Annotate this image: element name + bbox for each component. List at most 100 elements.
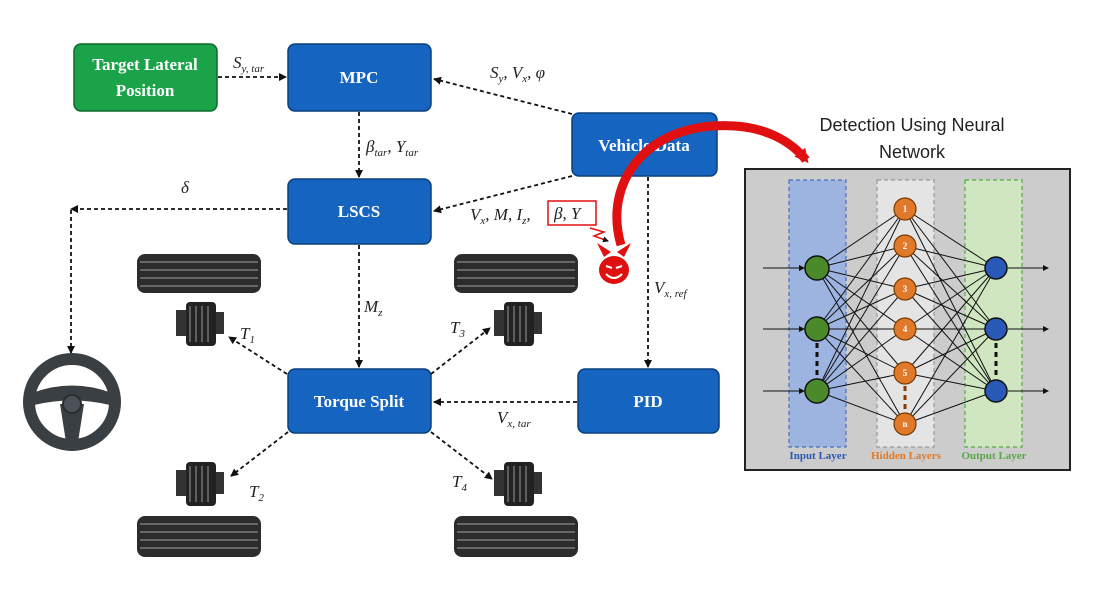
vehicle-data-block: Vehicle Data	[571, 112, 718, 177]
output-node	[984, 256, 1008, 280]
output-node	[984, 317, 1008, 341]
neural-network-panel: 1 2 3 4 5 n	[744, 168, 1071, 471]
target-block-line1: Target Lateral	[92, 55, 198, 74]
nn-connection	[816, 245, 906, 330]
signal-s-y-tar: Sy, tar	[233, 53, 265, 75]
input-node	[804, 316, 830, 342]
nn-connection	[904, 267, 997, 290]
signal-attacked-beta-gamma: β, Υ	[553, 204, 582, 223]
hidden-node	[893, 197, 917, 221]
nn-connection	[904, 328, 997, 374]
signal-mz: Mz	[363, 297, 383, 319]
mpc-block: MPC	[287, 43, 432, 112]
nn-title-line1: Detection Using Neural	[819, 115, 1004, 135]
arrow-to-motor3	[430, 327, 491, 375]
input-layer-region	[788, 179, 847, 448]
signal-t1: T1	[240, 324, 255, 346]
hidden-node-label: n	[902, 419, 907, 429]
signal-vx-m-iz: Vx, M, Iz,	[470, 205, 531, 227]
attacked-signal-box	[547, 200, 597, 226]
tire-rear-right-icon	[454, 516, 578, 557]
hidden-node-label: 3	[903, 284, 908, 294]
signal-delta: δ	[181, 178, 190, 197]
hidden-node	[893, 361, 917, 385]
nn-connection	[904, 267, 997, 425]
signal-beta-gamma-tar: βtar, Υtar	[365, 137, 419, 159]
tire-front-left-icon	[137, 254, 261, 293]
torque-split-block: Torque Split	[287, 368, 432, 434]
input-node	[804, 378, 830, 404]
motor-1-icon	[176, 302, 224, 346]
nn-connection	[904, 288, 997, 330]
nn-connection	[816, 267, 906, 330]
nn-connection	[816, 288, 906, 330]
signal-vx-tar: Vx, tar	[497, 408, 531, 430]
signal-vx-ref: Vx, ref	[654, 278, 689, 300]
nn-connection	[904, 208, 997, 330]
nn-connection	[816, 328, 906, 425]
target-block-line2: Position	[116, 81, 175, 100]
nn-connection	[904, 372, 997, 392]
nn-connection	[904, 267, 997, 330]
lscs-block: LSCS	[287, 178, 432, 245]
arrow-vehicle-to-mpc	[433, 76, 573, 115]
input-layer-label: Input Layer	[789, 450, 846, 462]
hidden-node-label: 1	[903, 204, 908, 214]
hidden-node	[893, 317, 917, 341]
hidden-node-label: 5	[903, 368, 908, 378]
red-detection-arrow	[612, 121, 810, 247]
nn-connection	[816, 208, 906, 269]
mpc-label: MPC	[340, 68, 379, 87]
nn-connection	[816, 267, 906, 374]
nn-connection	[816, 288, 906, 392]
hidden-layers-label: Hidden Layers	[871, 450, 942, 462]
target-lateral-position-block: Target Lateral Position	[73, 43, 218, 112]
signal-t3: T3	[450, 318, 465, 340]
nn-connection	[904, 328, 997, 392]
nn-connection	[816, 208, 906, 330]
arrow-to-motor4	[430, 431, 493, 480]
hidden-node	[893, 277, 917, 301]
steering-wheel-icon	[23, 353, 121, 451]
torque-split-label: Torque Split	[314, 392, 405, 411]
nn-connection	[816, 208, 906, 392]
nn-connection	[816, 245, 906, 269]
nn-connection	[816, 328, 906, 374]
output-layer-label: Output Layer	[961, 450, 1026, 462]
nn-title-line2: Network	[879, 142, 946, 162]
tire-rear-left-icon	[137, 516, 261, 557]
signal-t4: T4	[452, 472, 467, 494]
hidden-node-label: 2	[903, 241, 908, 251]
motor-2-icon	[176, 462, 224, 506]
motor-4-icon	[494, 462, 542, 506]
nn-connection	[816, 390, 906, 425]
arrow-to-motor2	[230, 431, 289, 477]
nn-connection	[904, 328, 997, 425]
nn-connection	[816, 372, 906, 392]
hidden-node-label: 4	[903, 324, 908, 334]
output-node	[984, 379, 1008, 403]
signal-t2: T2	[249, 482, 264, 504]
nn-connection	[904, 208, 997, 392]
hidden-layer-region	[876, 179, 935, 448]
nn-connection	[816, 267, 906, 425]
motor-3-icon	[494, 302, 542, 346]
attack-zigzag-icon	[589, 227, 609, 243]
hidden-node	[893, 234, 917, 258]
nn-connection	[816, 245, 906, 392]
nn-connection	[904, 288, 997, 392]
nn-connection	[904, 245, 997, 392]
attacker-devil-icon	[597, 243, 631, 284]
nn-connection	[816, 267, 906, 290]
hidden-node	[893, 412, 917, 436]
nn-connection	[904, 208, 997, 269]
nn-connection	[904, 390, 997, 425]
arrow-vehicle-to-lscs	[433, 175, 573, 214]
nn-connection	[904, 245, 997, 269]
arrow-to-motor1	[228, 336, 288, 375]
signal-sy-vx-phi: Sy, Vx, φ	[490, 63, 545, 85]
pid-label: PID	[633, 392, 662, 411]
tire-front-right-icon	[454, 254, 578, 293]
lscs-label: LSCS	[338, 202, 381, 221]
pid-block: PID	[577, 368, 720, 434]
